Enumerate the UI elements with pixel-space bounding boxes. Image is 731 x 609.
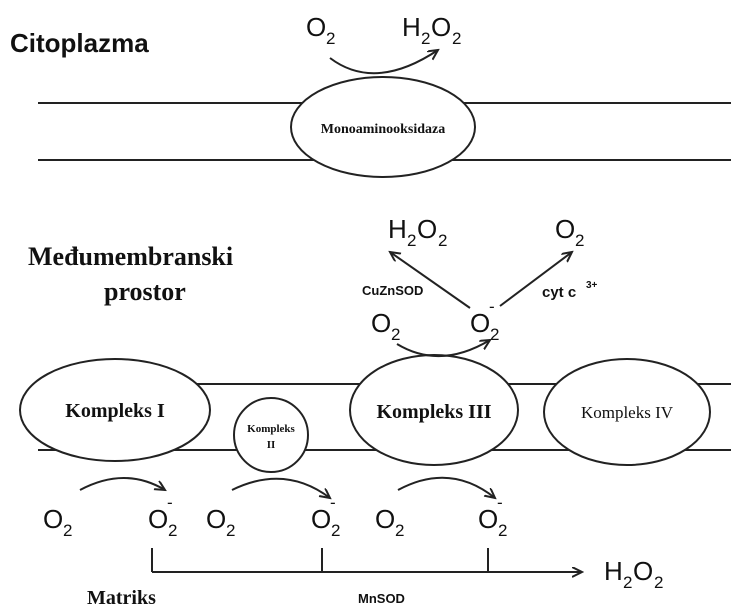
svg-text:2: 2 bbox=[654, 573, 663, 592]
complex-iv-label: Kompleks IV bbox=[581, 403, 674, 422]
cuznsod-label: CuZnSOD bbox=[362, 283, 423, 298]
svg-text:-: - bbox=[489, 297, 495, 316]
complex-ii-label-line1: Kompleks bbox=[247, 423, 295, 435]
cuznsod-arrow bbox=[390, 252, 471, 309]
complex-ii-label-line2: II bbox=[267, 439, 276, 451]
iii-ims-arrow bbox=[396, 340, 490, 358]
svg-text:2: 2 bbox=[226, 521, 235, 540]
svg-text:O: O bbox=[206, 504, 226, 534]
mao-product-h2o2: H 2 O 2 bbox=[402, 12, 461, 48]
complex-iii-matrix-o2: O 2 bbox=[375, 504, 404, 540]
svg-text:2: 2 bbox=[452, 29, 461, 48]
svg-text:2: 2 bbox=[395, 521, 404, 540]
mao-reaction-arrow bbox=[329, 50, 438, 75]
svg-text:-: - bbox=[497, 493, 503, 512]
svg-text:2: 2 bbox=[391, 325, 400, 344]
svg-text:O: O bbox=[470, 308, 490, 338]
mnsod-label: MnSOD bbox=[358, 591, 405, 606]
svg-text:2: 2 bbox=[575, 231, 584, 250]
svg-text:O: O bbox=[306, 12, 326, 42]
svg-text:O: O bbox=[555, 214, 575, 244]
iii-ims-o2: O 2 bbox=[371, 308, 400, 344]
svg-text:2: 2 bbox=[63, 521, 72, 540]
cytoplasm-label: Citoplazma bbox=[10, 28, 149, 58]
complex-iii-matrix-superoxide: O 2 - bbox=[478, 493, 507, 540]
mao-label: Monoaminooksidaza bbox=[321, 122, 445, 137]
svg-text:2: 2 bbox=[623, 573, 632, 592]
complex-i-matrix-superoxide: O 2 - bbox=[148, 493, 177, 540]
svg-text:2: 2 bbox=[168, 521, 177, 540]
iii-ims-superoxide: O 2 - bbox=[470, 297, 499, 344]
svg-text:O: O bbox=[431, 12, 451, 42]
svg-text:O: O bbox=[417, 214, 437, 244]
intermembrane-label-line2: prostor bbox=[104, 277, 186, 306]
cytc-product-o2: O 2 bbox=[555, 214, 584, 250]
mnsod-product-h2o2: H 2 O 2 bbox=[604, 556, 663, 592]
svg-text:2: 2 bbox=[331, 521, 340, 540]
complex-ii-matrix-o2: O 2 bbox=[206, 504, 235, 540]
complex-i-label: Kompleks I bbox=[65, 400, 165, 422]
mao-enzyme bbox=[290, 76, 476, 178]
complex-ii bbox=[233, 397, 309, 473]
cuznsod-product-h2o2: H 2 O 2 bbox=[388, 214, 447, 250]
svg-text:H: H bbox=[402, 12, 421, 42]
svg-text:O: O bbox=[311, 504, 331, 534]
mao-substrate-o2: O 2 bbox=[306, 12, 335, 48]
svg-text:-: - bbox=[330, 493, 336, 512]
svg-text:O: O bbox=[371, 308, 391, 338]
complex-i-matrix-o2: O 2 bbox=[43, 504, 72, 540]
svg-text:2: 2 bbox=[438, 231, 447, 250]
svg-text:O: O bbox=[43, 504, 63, 534]
svg-text:O: O bbox=[148, 504, 168, 534]
cytc-arrow bbox=[499, 252, 572, 307]
svg-text:2: 2 bbox=[407, 231, 416, 250]
complex-iii-label: Kompleks III bbox=[376, 401, 491, 423]
cytc-label: cyt c bbox=[542, 284, 576, 301]
svg-text:O: O bbox=[478, 504, 498, 534]
intermembrane-label-line1: Međumembranski bbox=[28, 242, 233, 271]
svg-text:H: H bbox=[604, 556, 623, 586]
complex-iv bbox=[543, 358, 711, 466]
complex-iii-matrix-arrow bbox=[397, 476, 495, 498]
svg-text:2: 2 bbox=[421, 29, 430, 48]
svg-text:2: 2 bbox=[326, 29, 335, 48]
complex-ii-matrix-superoxide: O 2 - bbox=[311, 493, 340, 540]
complex-ii-matrix-arrow bbox=[231, 477, 330, 498]
svg-text:2: 2 bbox=[490, 325, 499, 344]
svg-text:O: O bbox=[375, 504, 395, 534]
svg-text:-: - bbox=[167, 493, 173, 512]
svg-text:2: 2 bbox=[498, 521, 507, 540]
complex-i-matrix-arrow bbox=[79, 477, 165, 490]
matrix-label: Matriks bbox=[87, 587, 156, 609]
cytc-charge: 3+ bbox=[586, 280, 598, 291]
complex-i bbox=[19, 358, 211, 462]
svg-text:H: H bbox=[388, 214, 407, 244]
svg-text:O: O bbox=[633, 556, 653, 586]
